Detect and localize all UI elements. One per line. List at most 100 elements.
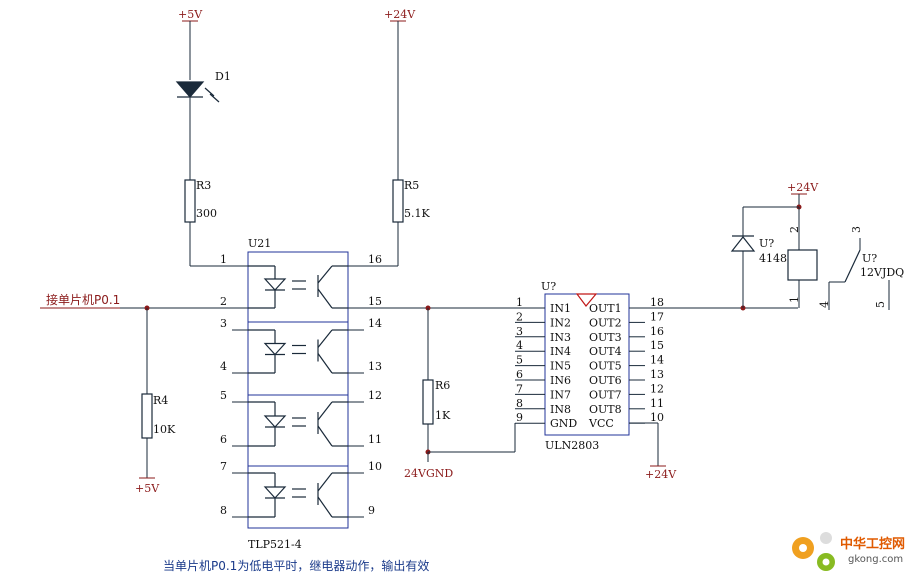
opto-pin-left: 7 xyxy=(220,460,227,473)
uln-in-pin-number: 1 xyxy=(516,296,523,309)
uln-in-pin-number: 9 xyxy=(516,411,523,424)
relay-contact-pin-3: 3 xyxy=(850,226,863,233)
uln-out-pin-number: 16 xyxy=(650,325,664,338)
relay-coil xyxy=(787,249,818,281)
uln-in-pin-name: IN8 xyxy=(550,403,571,416)
uln-out-pin-number: 11 xyxy=(650,397,664,410)
resistor-r6 xyxy=(422,379,434,425)
uln-out-pin-name: OUT6 xyxy=(589,374,622,387)
r3-ref: R3 xyxy=(196,179,211,192)
opto-ref: U21 xyxy=(248,237,271,250)
uln-in-pin-name: IN4 xyxy=(550,345,571,358)
watermark-title: 中华工控网 xyxy=(840,536,905,552)
uln-out-pin-name: OUT3 xyxy=(589,331,622,344)
uln-in-pin-name: IN2 xyxy=(550,316,571,329)
opto-channel xyxy=(248,329,348,374)
uln-in-pin-name: IN3 xyxy=(550,331,571,344)
opto-pin-left: 4 xyxy=(220,360,227,373)
relay-section: +24V U? 4148 2 1 3 4 5 U? 12VJDQ xyxy=(629,181,904,311)
opto-part: TLP521-4 xyxy=(248,538,302,551)
power-5v-bottom-label: +5V xyxy=(135,482,160,495)
input-net: 接单片机P0.1 R4 10K +5V xyxy=(40,292,248,495)
uln-in-pin-number: 8 xyxy=(516,397,523,410)
power-24v-relay-label: +24V xyxy=(787,181,819,194)
uln-out-pin-name: OUT4 xyxy=(589,345,622,358)
r6-value: 1K xyxy=(435,409,451,422)
led-d1-symbol xyxy=(175,81,205,98)
opto-channels xyxy=(248,265,348,518)
opto-channel xyxy=(248,265,348,309)
relay-ref: U? xyxy=(862,252,877,265)
diode-4148-symbol xyxy=(730,236,756,252)
uln-in-pin-number: 5 xyxy=(516,354,523,367)
opto-pin-left: 5 xyxy=(220,389,227,402)
opto-pin-left: 1 xyxy=(220,253,227,266)
uln-part: ULN2803 xyxy=(545,439,599,452)
gkong-watermark: 中华工控网 gkong.com xyxy=(792,532,905,571)
uln-ref: U? xyxy=(541,280,556,293)
r6-ref: R6 xyxy=(435,379,450,392)
r3-value: 300 xyxy=(196,207,217,220)
opto-channel xyxy=(248,472,348,518)
uln-out-pin-name: OUT7 xyxy=(589,388,622,401)
gnd24-label: 24VGND xyxy=(404,467,453,480)
opto-pin-right: 14 xyxy=(368,317,382,330)
opto-pin-right: 16 xyxy=(368,253,382,266)
opto-pin-right: 9 xyxy=(368,504,375,517)
opto-channel xyxy=(248,401,348,447)
r5-ref: R5 xyxy=(404,179,419,192)
resistor-r5 xyxy=(392,179,404,223)
r4-value: 10K xyxy=(153,423,176,436)
uln-out-pin-name: OUT5 xyxy=(589,360,622,373)
uln-in-pin-name: IN1 xyxy=(550,302,571,315)
relay-contact-pin-4: 4 xyxy=(818,301,831,308)
uln-out-pin-number: 10 xyxy=(650,411,664,424)
gear-icon xyxy=(792,532,835,571)
uln-in-pin-number: 4 xyxy=(516,339,523,352)
opto-pin-left: 2 xyxy=(220,295,227,308)
diode-value: 4148 xyxy=(759,252,787,265)
opto-pin-right: 11 xyxy=(368,433,382,446)
opto-pin-left: 8 xyxy=(220,504,227,517)
uln-in-pin-number: 6 xyxy=(516,368,523,381)
led-d1-ref: D1 xyxy=(215,70,231,83)
opto-pin-left: 3 xyxy=(220,317,227,330)
uln-notch xyxy=(575,293,598,307)
relay-part: 12VJDQ xyxy=(860,266,904,279)
uln-out-pin-name: OUT1 xyxy=(589,302,622,315)
r5-value: 5.1K xyxy=(404,207,430,220)
uln-out-pin-name: OUT8 xyxy=(589,403,622,416)
uln-out-pin-number: 13 xyxy=(650,368,664,381)
r4-ref: R4 xyxy=(153,394,168,407)
r5-branch: +24V R5 5.1K xyxy=(348,8,430,267)
led-branch: +5V D1 R3 300 xyxy=(175,8,248,267)
diode-ref: U? xyxy=(759,237,774,250)
uln-out-pin-name: OUT2 xyxy=(589,316,622,329)
uln-in-pin-number: 7 xyxy=(516,382,523,395)
resistor-r4 xyxy=(141,393,153,439)
uln-in-pin-name: IN6 xyxy=(550,374,571,387)
uln-in-pin-number: 2 xyxy=(516,310,523,323)
watermark-url: gkong.com xyxy=(848,554,903,565)
uln-out-pin-number: 15 xyxy=(650,339,664,352)
circuit-note: 当单片机P0.1为低电平时，继电器动作，输出有效 xyxy=(163,558,429,573)
opto-pin-right: 15 xyxy=(368,295,382,308)
uln-out-pin-number: 12 xyxy=(650,382,664,395)
uln-out-pin-name: VCC xyxy=(588,417,614,430)
power-5v-top-label: +5V xyxy=(178,8,203,21)
uln-out-pin-number: 14 xyxy=(650,354,664,367)
uln-out-pin-number: 18 xyxy=(650,296,664,309)
relay-coil-pin-1: 1 xyxy=(788,296,801,303)
uln-in-pin-name: GND xyxy=(550,417,577,430)
opto-pin-left: 6 xyxy=(220,433,227,446)
opto-pin-right: 12 xyxy=(368,389,382,402)
power-24v-top-label: +24V xyxy=(384,8,416,21)
opto-pin-right: 13 xyxy=(368,360,382,373)
power-24v-uln-label: +24V xyxy=(645,468,677,481)
uln-in-pin-name: IN5 xyxy=(550,360,571,373)
